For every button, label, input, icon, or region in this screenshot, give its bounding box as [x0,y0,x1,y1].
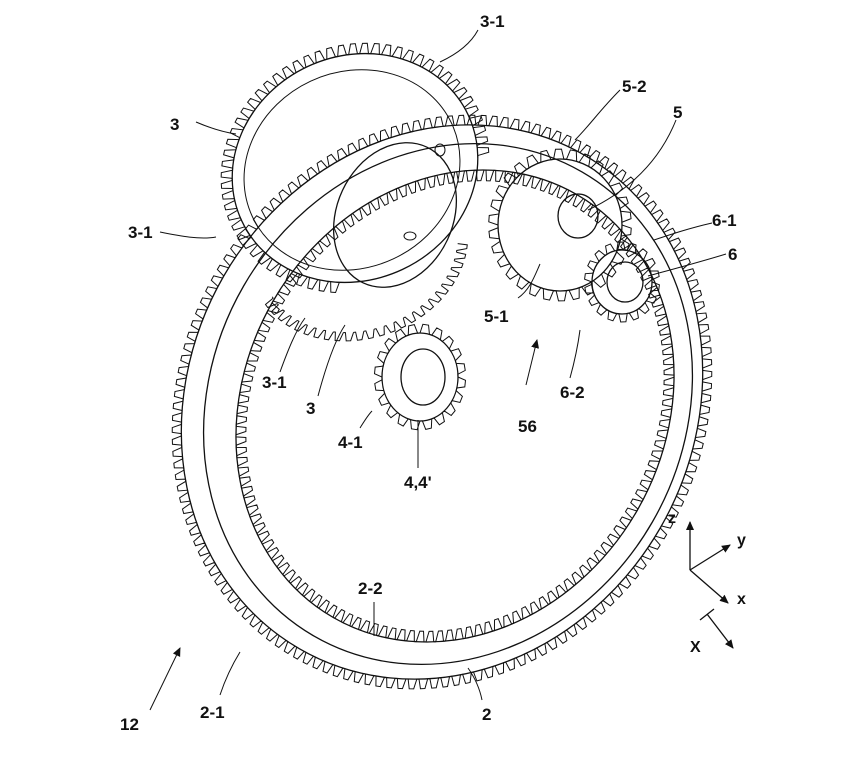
label-ring-inner-teeth: 2-2 [358,579,383,598]
gear-5-teeth [488,148,632,302]
gear-3-rear [220,42,490,294]
coordinate-axes: z y x X [668,510,746,656]
carrier-bore [332,142,458,288]
direction-arrow [706,613,734,649]
label-gear3-left-tooth: 3-1 [128,223,153,242]
gear-3-front-teeth [264,243,468,342]
ring-gear-2 [171,114,713,690]
label-gear6-tooth: 6-1 [712,211,737,230]
reference-labels: 3-1 3 3-1 5-2 5 6-1 6 5-1 3-1 3 4-1 4,4'… [120,12,737,734]
label-gear4-tooth: 4-1 [338,433,363,452]
axis-direction-label: X [690,639,701,656]
label-gear6-lower: 6-2 [560,383,585,402]
direction-tick [699,608,715,621]
axis-z-label: z [668,510,676,527]
g6-teeth-path [584,241,660,323]
label-gear6: 6 [728,245,737,264]
label-gear5-shoulder: 5-2 [622,77,647,96]
label-gear4: 4,4' [404,473,432,492]
label-gear5-tooth: 5-1 [484,307,509,326]
axis-y-label: y [737,532,746,549]
ring-inner-teeth-path [235,169,675,643]
label-assembly: 56 [518,417,537,436]
y-axis-arrow [689,544,731,571]
label-gear3-top: 3 [170,115,179,134]
g5-teeth-path [488,148,632,302]
label-gear3-lower-tooth: 3-1 [262,373,287,392]
label-overall: 12 [120,715,139,734]
label-ring: 2 [482,705,491,724]
gear-4-teeth [373,323,467,431]
gear-3-rear-teeth [220,42,490,294]
gear-6 [584,241,660,323]
g3rear-teeth-path [220,42,490,294]
ring-outer-teeth-path [171,114,713,690]
gear-5 [488,148,632,302]
label-ring-outer-teeth: 2-1 [200,703,225,722]
x-axis-arrow [689,569,729,604]
gear-4 [373,323,467,431]
leader-lines [149,29,727,711]
ring-gear-inner-teeth [235,169,675,643]
g3front-teeth-path [264,243,468,342]
gear-6-teeth [584,241,660,323]
label-gear3-top-tooth: 3-1 [480,12,505,31]
label-gear5: 5 [673,103,682,122]
g4-teeth-path [373,323,467,431]
gear-3-front [264,243,468,342]
ring-gear-outer-teeth [171,114,713,690]
axis-x-label: x [737,591,746,608]
label-gear3-lower: 3 [306,399,315,418]
